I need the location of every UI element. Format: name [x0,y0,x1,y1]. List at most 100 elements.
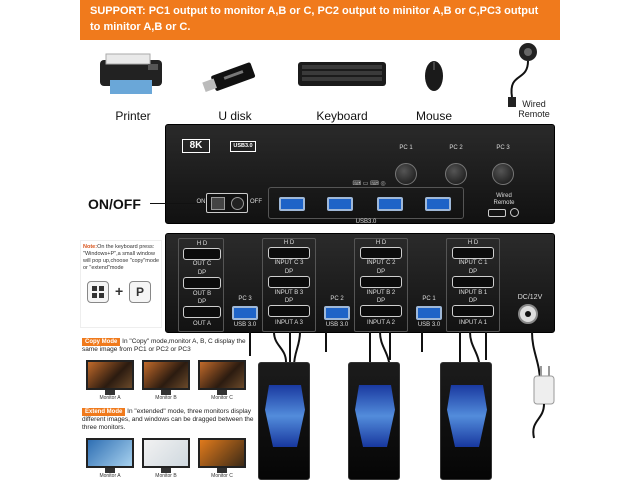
kvm-back-panel: H D OUT C DP OUT B DP OUT A H D INPUT C … [165,233,555,333]
pc3-dp-label-1: DP [284,269,294,275]
pc2-button[interactable] [445,163,467,185]
usb-port-2[interactable] [327,197,353,211]
extend-monitor-c-label: Monitor C [211,473,233,479]
input-a2-label: INPUT A 2 [367,320,395,326]
dc-power-jack[interactable] [518,304,538,324]
usb-port-3[interactable] [377,197,403,211]
dp-input-b2[interactable] [360,276,402,288]
extend-mode-section: Extend Mode In "extended" mode, three mo… [82,408,258,432]
note-box: Note:On the keyboard press: "Windows+P",… [80,240,162,328]
support-banner: SUPPORT: PC1 output to monitor A,B or C,… [80,0,560,69]
wired-remote-icon [508,43,537,107]
pc1-usb-label: USB 3.0 [417,322,441,328]
kvm-front-panel: 8K USB3.0 PC 1 PC 2 PC 3 ⌨ ▭ ⌨ ◎ USB3.0 … [165,124,555,225]
onoff-label: ON/OFF [88,196,141,212]
dp-input-a3[interactable] [268,305,310,317]
pc3-button[interactable] [492,163,514,185]
hdmi-input-c3[interactable] [268,247,310,259]
out-c-label: OUT C [192,261,212,267]
dp-input-b3[interactable] [268,276,310,288]
keyboard-icon [298,62,386,86]
extend-monitor-a: Monitor A [86,438,134,479]
remote-jack[interactable] [510,208,519,217]
input-c1-label: INPUT C 1 [458,260,488,266]
input-a1-label: INPUT A 1 [459,320,487,326]
pc2-dp-label-1: DP [376,269,386,275]
dp-input-b1[interactable] [452,276,494,288]
copy-monitor-b-label: Monitor B [155,395,177,401]
input-group-pc3: H D INPUT C 3 DP INPUT B 3 DP INPUT A 3 … [228,238,320,332]
hdmi-input-c2[interactable] [360,247,402,259]
badge-8k: 8K [182,139,210,153]
input-b1-label: INPUT B 1 [458,290,488,296]
pc3-hd-label: H D [283,240,295,246]
device-printer: Printer [92,52,174,123]
extend-monitor-b: Monitor B [142,438,190,479]
plus-sign: + [115,283,124,299]
dp-out-b[interactable] [183,277,221,289]
pc3-usb-label: USB 3.0 [233,322,257,328]
wired-remote-label: Wired Remote [518,99,550,119]
power-rocker[interactable] [211,197,225,210]
out-dp-label-1: DP [197,270,207,276]
out-dp-label-2: DP [197,299,207,305]
switch-off-label: OFF [250,199,262,205]
usb-host-pc1[interactable] [416,306,442,320]
pc1-dp-label-1: DP [468,269,478,275]
remote-port[interactable] [488,209,506,217]
power-adapter-icon [532,366,555,439]
extend-mode-tag: Extend Mode [82,408,126,416]
power-switch[interactable] [206,193,248,213]
input-c2-label: INPUT C 2 [366,260,396,266]
pc3-label: PC 3 [496,145,510,151]
usb-port-4[interactable] [425,197,451,211]
front-remote-label: Wired Remote [493,193,515,206]
pc1-hd-label: H D [467,240,479,246]
windows-key [87,281,109,303]
switch-on-label: ON [196,199,206,205]
device-udisk: U disk [200,52,270,123]
copy-mode-text: In "Copy" mode,monitor A, B, C display t… [82,338,246,353]
out-hd-label: H D [196,241,208,247]
output-group: H D OUT C DP OUT B DP OUT A [178,238,224,332]
support-text: PC1 output to monitor A,B or C, PC2 outp… [90,5,539,33]
onoff-pointer [150,203,205,204]
hdmi-input-c1[interactable] [452,247,494,259]
input-b2-label: INPUT B 2 [366,290,396,296]
usb-host-pc3[interactable] [232,306,258,320]
copy-mode-monitors: Monitor A Monitor B Monitor C [82,360,258,402]
device-mouse: Mouse [404,52,464,123]
pc2-dp-label-2: DP [376,298,386,304]
copy-monitor-b: Monitor B [142,360,190,401]
out-a-label: OUT A [193,321,211,327]
nosupport-prefix: NOT SUPPORT CROSS OUTPUT: [90,41,263,53]
mouse-label: Mouse [415,109,453,123]
note-prefix: Note: [83,244,98,250]
copy-mode-tag: Copy Mode [82,338,121,346]
usb-port-1[interactable] [279,197,305,211]
dp-input-a1[interactable] [452,305,494,317]
pc3-back-label: PC 3 [238,296,252,302]
printer-icon [100,53,162,94]
power-indicator [231,197,244,210]
input-a3-label: INPUT A 3 [275,320,303,326]
dp-out-a[interactable] [183,306,221,318]
usb-host-pc2[interactable] [324,306,350,320]
support-prefix: SUPPORT: [90,5,146,17]
pc1-dp-label-2: DP [468,298,478,304]
input-b3-label: INPUT B 3 [274,290,304,296]
extend-monitor-c: Monitor C [198,438,246,479]
dc-label: DC/12V [517,294,543,301]
hdmi-out-c[interactable] [183,248,221,260]
mouse-icon [425,61,443,91]
usb-drive-icon [202,62,256,92]
input-group-pc1: H D INPUT C 1 DP INPUT B 1 DP INPUT A 1 … [412,238,504,332]
badge-usb3: USB3.0 [230,141,256,152]
input-c3-label: INPUT C 3 [274,260,304,266]
extend-mode-monitors: Monitor A Monitor B Monitor C [82,438,258,480]
printer-label: Printer [115,109,151,123]
pc1-button[interactable] [395,163,417,185]
usb-port-group: ⌨ ▭ ⌨ ◎ [268,181,464,219]
dp-input-a2[interactable] [360,305,402,317]
